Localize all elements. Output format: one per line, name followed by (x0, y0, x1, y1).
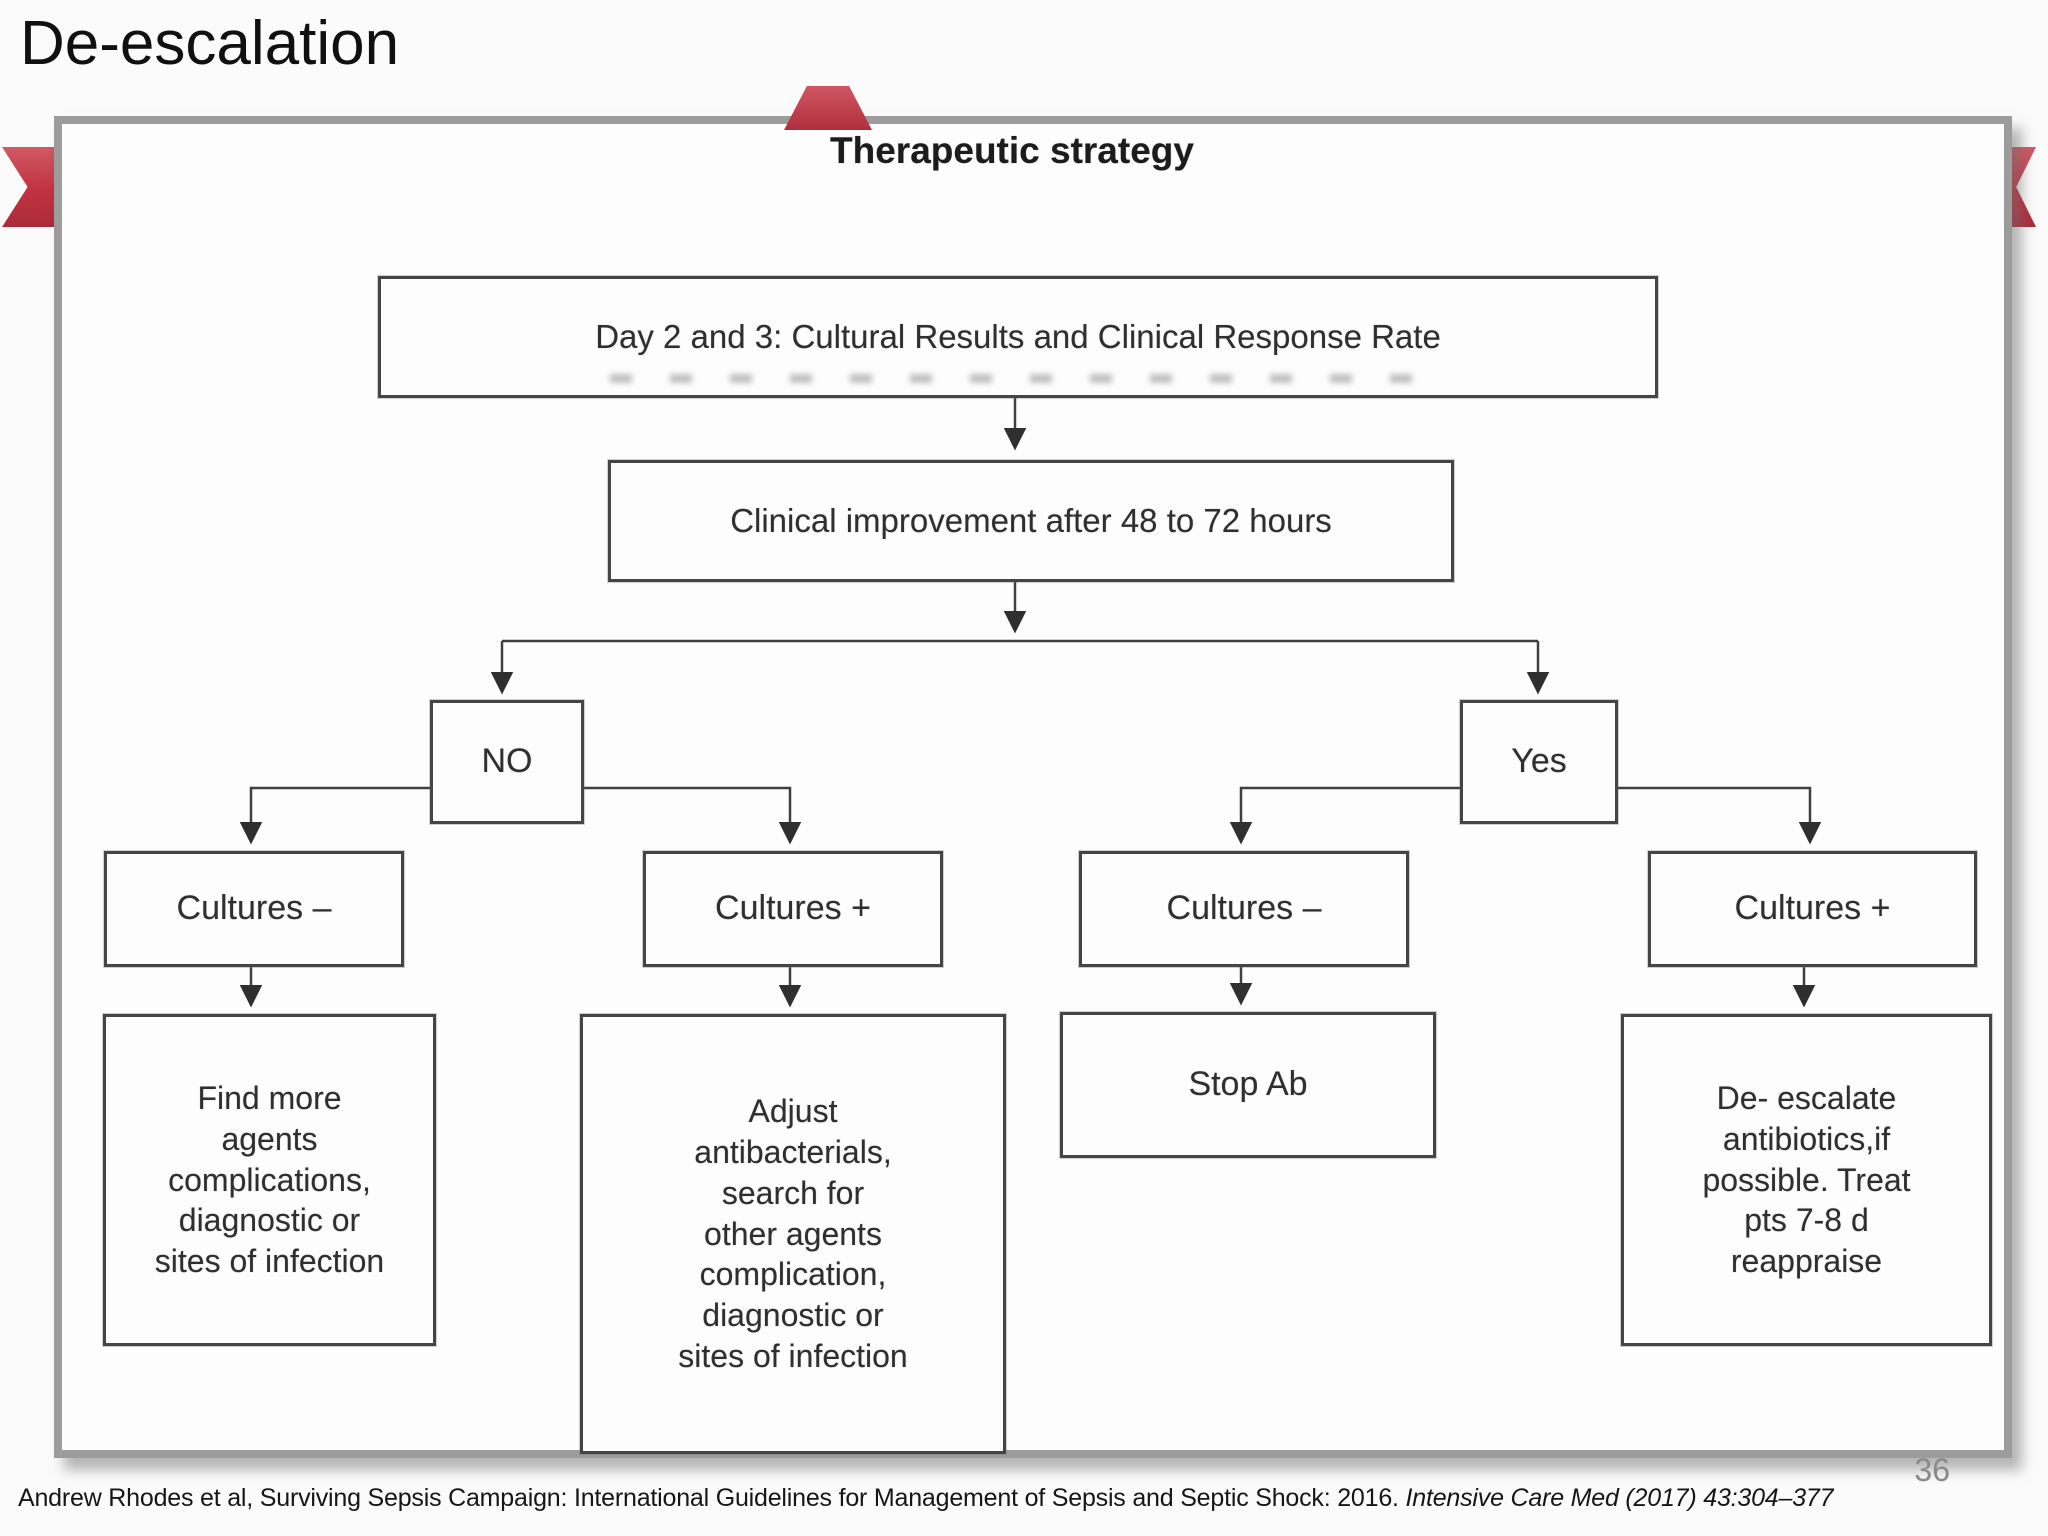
node-cultures-negative-left: Cultures – (104, 851, 404, 967)
node-adjust-antibacterials: Adjust antibacterials, search for other … (580, 1014, 1006, 1454)
node-deescalate: De- escalate antibiotics,if possible. Tr… (1621, 1014, 1992, 1346)
node-cultures-negative-right-label: Cultures – (1166, 889, 1322, 928)
node-cultures-negative-left-label: Cultures – (176, 889, 332, 928)
node-stop-ab-label: Stop Ab (1188, 1065, 1308, 1104)
node-cultures-positive-left: Cultures + (643, 851, 943, 967)
node-cultures-positive-left-label: Cultures + (715, 889, 871, 928)
cropped-text-artifact (610, 374, 1426, 383)
flow-heading: Therapeutic strategy (830, 130, 1194, 171)
node-yes-label: Yes (1511, 742, 1567, 781)
node-stop-ab: Stop Ab (1060, 1012, 1436, 1158)
connector-no-to-cultures-positive (578, 786, 802, 845)
node-yes: Yes (1460, 700, 1618, 824)
node-day23-label: Day 2 and 3: Cultural Results and Clinic… (595, 317, 1441, 355)
footer-citation: Andrew Rhodes et al, Surviving Sepsis Ca… (18, 1484, 2008, 1513)
node-cultures-positive-right-label: Cultures + (1734, 889, 1891, 928)
connector-yes-to-cultures-positive (1614, 786, 1822, 845)
node-day23: Day 2 and 3: Cultural Results and Clinic… (378, 276, 1658, 398)
footer-citation-text: Andrew Rhodes et al, Surviving Sepsis Ca… (18, 1484, 1406, 1512)
node-clinical-improvement: Clinical improvement after 48 to 72 hour… (608, 460, 1454, 582)
node-clinical-improvement-label: Clinical improvement after 48 to 72 hour… (730, 501, 1332, 539)
node-cultures-negative-right: Cultures – (1079, 851, 1409, 967)
footer-citation-journal: Intensive Care Med (2017) 43:304–377 (1405, 1484, 1834, 1512)
node-no-label: NO (481, 742, 533, 781)
node-deescalate-label: De- escalate antibiotics,if possible. Tr… (1702, 1079, 1911, 1280)
connector-no-to-cultures-negative (239, 786, 430, 845)
slide-title: De-escalation (20, 9, 400, 78)
connector-yes-to-cultures-negative (1229, 786, 1461, 845)
node-find-more-label: Find more agents complications, diagnost… (154, 1079, 385, 1280)
node-no: NO (430, 700, 584, 824)
node-cultures-positive-right: Cultures + (1648, 851, 1977, 967)
node-adjust-antibacterials-label: Adjust antibacterials, search for other … (678, 1092, 908, 1375)
node-find-more: Find more agents complications, diagnost… (103, 1014, 436, 1346)
page-number: 36 (1914, 1452, 1950, 1488)
